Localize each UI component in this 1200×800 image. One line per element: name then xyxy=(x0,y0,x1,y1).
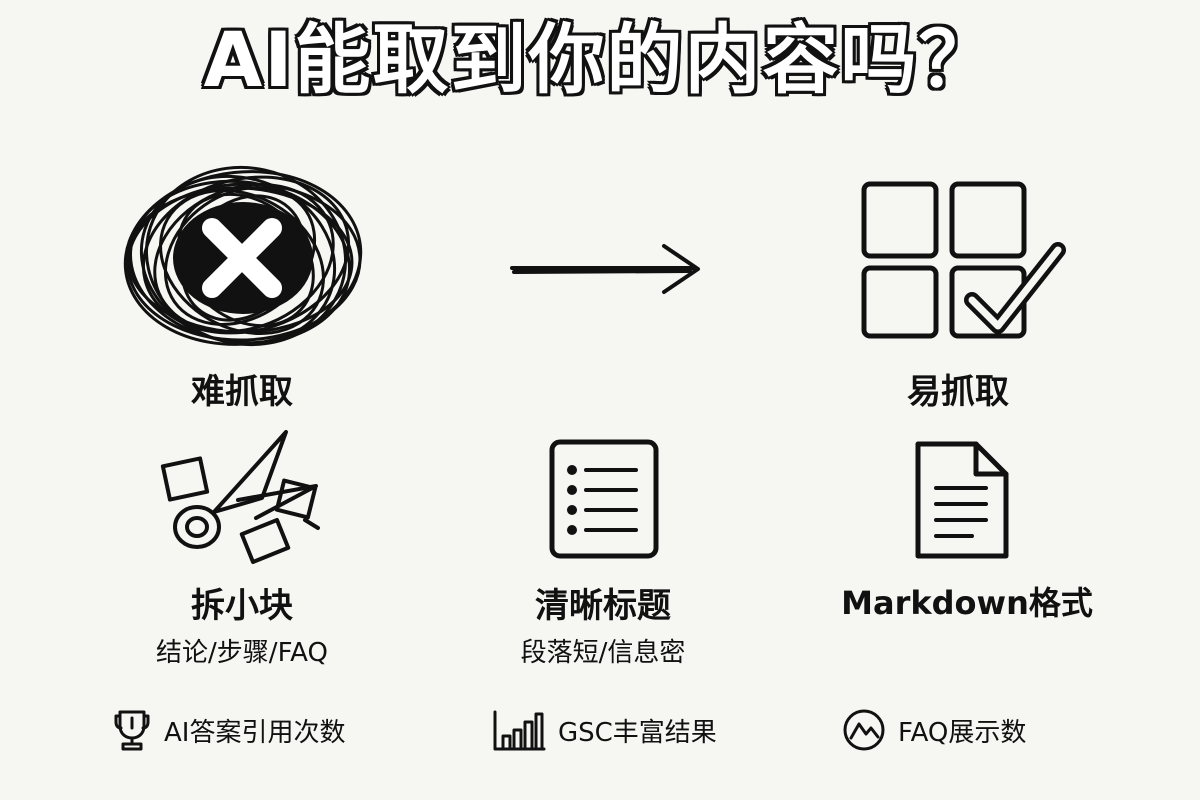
list-document-icon xyxy=(549,439,659,559)
scissors-icon xyxy=(160,430,320,565)
grid-check-icon xyxy=(861,181,1066,339)
hard-to-crawl-label: 难抓取 xyxy=(191,372,293,412)
metric-label: AI答案引用次数 xyxy=(164,717,346,748)
chart-circle-icon xyxy=(843,709,885,751)
tip-subtitle-headings: 段落短/信息密 xyxy=(520,638,686,668)
arrow-right-icon xyxy=(510,244,700,294)
trophy-icon xyxy=(114,710,150,751)
metric-faq-impressions: FAQ展示数 xyxy=(842,708,1026,752)
easy-to-crawl-label: 易抓取 xyxy=(907,372,1009,412)
tip-title-split: 拆小块 xyxy=(191,586,293,626)
metric-label: GSC丰富结果 xyxy=(558,717,717,748)
metric-gsc-rich-results: GSC丰富结果 xyxy=(492,708,717,752)
scribble-x-icon xyxy=(123,165,363,347)
tip-subtitle-split: 结论/步骤/FAQ xyxy=(156,638,328,668)
tip-title-headings: 清晰标题 xyxy=(535,586,671,626)
bar-chart-icon xyxy=(493,710,546,751)
metric-ai-citations: AI答案引用次数 xyxy=(112,708,345,752)
page-title: AI能取到你的内容吗？ xyxy=(203,15,997,104)
metric-label: FAQ展示数 xyxy=(898,717,1027,748)
tip-title-markdown: Markdown格式 xyxy=(841,584,1093,622)
document-icon xyxy=(915,441,1009,559)
